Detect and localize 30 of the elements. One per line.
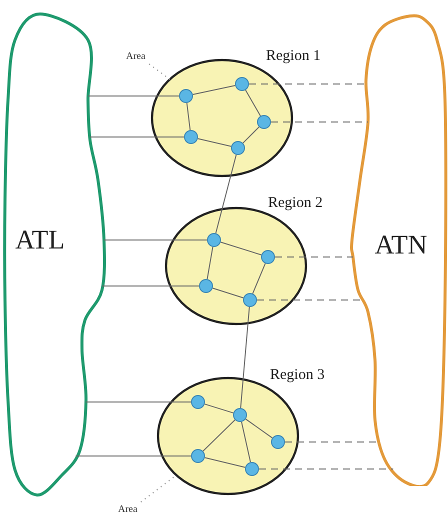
leader-line [140,474,177,503]
link-line [241,421,251,463]
region-label: Region 1 [266,47,321,66]
link-line [89,136,184,138]
network-label: ATL [15,226,65,254]
link-line [202,419,236,452]
region-label: Region 3 [270,366,325,385]
link-line [242,126,260,144]
area-label: Area [118,503,138,516]
leader-line [148,63,170,80]
dashed-link [258,468,394,470]
link-line [245,418,273,438]
network-label: ATN [374,232,428,258]
link-line [204,404,234,414]
link-line [186,102,191,131]
link-line [206,246,214,280]
dashed-link [274,256,354,258]
link-line [197,138,232,147]
network-outline [2,11,107,498]
region-label: Region 2 [268,194,323,213]
link-line [212,288,244,298]
link-line [215,154,237,234]
network-outline [349,13,448,486]
link-line [252,262,266,294]
link-line [204,457,246,468]
link-line [220,242,262,256]
link-line [240,306,250,409]
link-line [245,90,261,116]
link-line [192,84,236,96]
area-label: Area [126,50,146,63]
